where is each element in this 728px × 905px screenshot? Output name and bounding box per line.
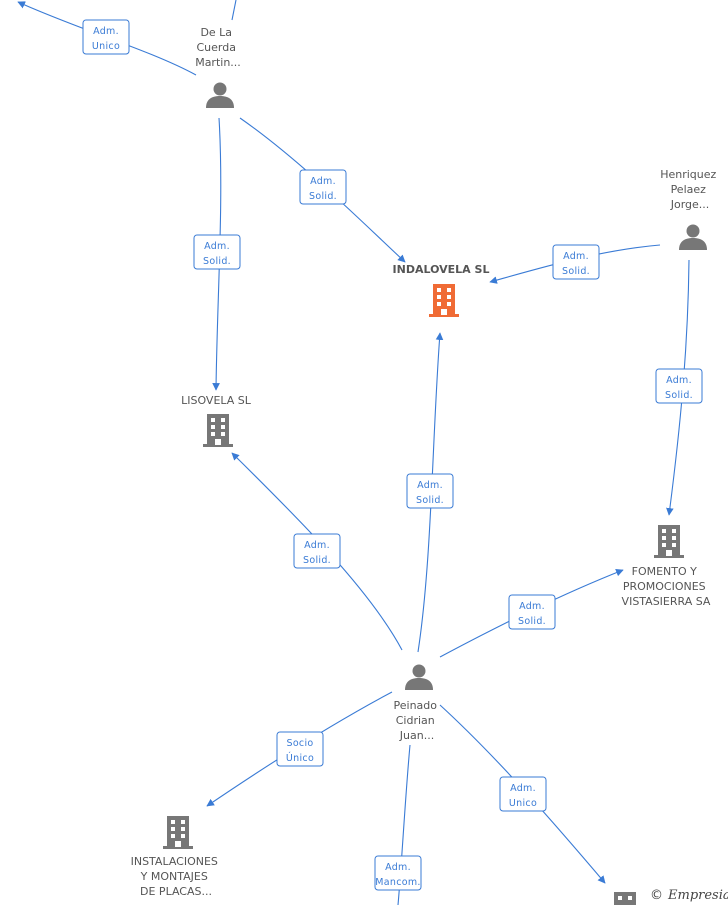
role-label: Adm. [93, 26, 119, 37]
role-label: Adm. [310, 176, 336, 187]
role-label: Adm. [204, 241, 230, 252]
role-label: Solid. [416, 495, 444, 506]
role-box-e11[interactable]: Adm. Unico [499, 776, 547, 812]
node-label-lisovela: LISOVELA SL [181, 394, 252, 407]
role-box-e4[interactable]: Adm. Solid. [552, 244, 600, 280]
role-label: Adm. [304, 540, 330, 551]
building-icon[interactable] [203, 414, 233, 447]
role-box-e3[interactable]: Adm. Solid. [193, 234, 241, 270]
building-icon[interactable] [614, 892, 636, 905]
edge-de-la-cuerda-up [231, 0, 237, 21]
role-box-e6[interactable]: Adm. Solid. [293, 533, 341, 569]
person-icon[interactable] [405, 664, 433, 691]
building-icon[interactable] [654, 525, 684, 558]
building-icon[interactable] [429, 284, 459, 317]
role-box-e5[interactable]: Adm. Solid. [655, 368, 703, 404]
role-box-e2[interactable]: Adm. Solid. [299, 169, 347, 205]
role-box-e1[interactable]: Adm. Unico [82, 19, 130, 55]
role-box-e8[interactable]: Adm. Solid. [508, 594, 556, 630]
role-label: Solid. [665, 390, 693, 401]
node-label-henriquez: Henriquez Pelaez Jorge... [660, 168, 720, 211]
svg-text:©: © [650, 888, 663, 903]
node-label-peinado: Peinado Cidrian Juan... [394, 699, 441, 742]
role-label: Adm. [417, 480, 443, 491]
role-label: Unico [92, 41, 120, 52]
role-label: Unico [509, 798, 537, 809]
svg-text:Empresia: Empresia [667, 888, 728, 903]
role-label: Adm. [666, 375, 692, 386]
node-label-instalaciones: INSTALACIONES Y MONTAJES DE PLACAS... [131, 855, 222, 898]
role-label: Solid. [309, 191, 337, 202]
role-label: Mancom. [375, 877, 420, 888]
person-icon[interactable] [679, 224, 707, 251]
node-label-fomento: FOMENTO Y PROMOCIONES VISTASIERRA SA [622, 565, 711, 608]
role-label: Adm. [563, 251, 589, 262]
person-icon[interactable] [206, 82, 234, 109]
role-label: Solid. [518, 616, 546, 627]
node-label-indalovela: INDALOVELA SL [393, 263, 490, 276]
role-label: Adm. [510, 783, 536, 794]
role-label: Solid. [562, 266, 590, 277]
role-label: Único [286, 752, 314, 764]
role-box-e10[interactable]: Adm. Mancom. [374, 855, 422, 891]
role-label: Adm. [519, 601, 545, 612]
copyright-mark: © Empresia [650, 888, 728, 903]
role-label: Adm. [385, 862, 411, 873]
role-label: Socio [286, 738, 313, 749]
role-label: Solid. [303, 555, 331, 566]
node-label-de-la-cuerda: De La Cuerda Martin... [195, 26, 241, 69]
role-box-e7[interactable]: Adm. Solid. [406, 473, 454, 509]
building-icon[interactable] [163, 816, 193, 849]
role-label: Solid. [203, 256, 231, 267]
